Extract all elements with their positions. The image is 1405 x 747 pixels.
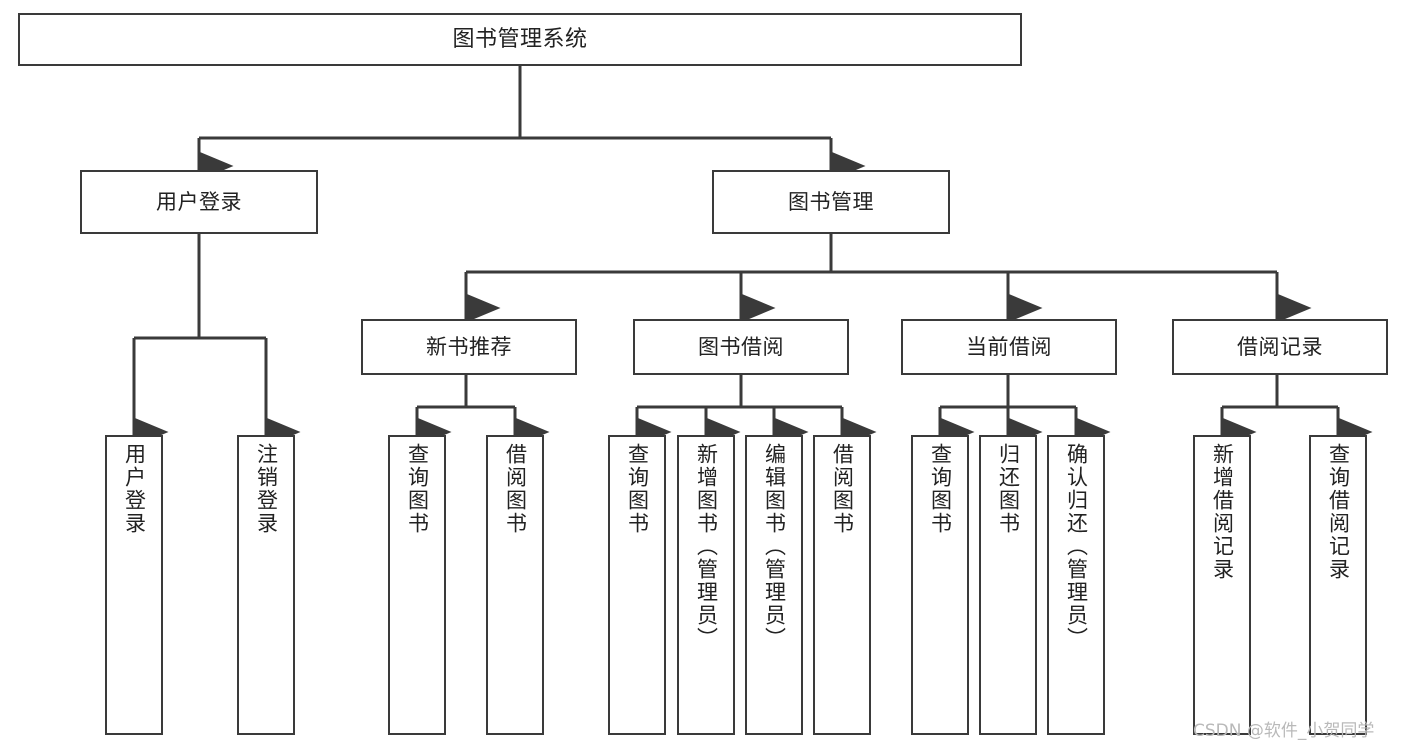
node-label: 借阅记录: [1237, 334, 1323, 359]
node-new-book-recommendation[interactable]: 新书推荐: [361, 319, 577, 375]
node-label: 确认归还（管理员）: [1064, 443, 1089, 650]
leaf-query-book-newbook[interactable]: 查询图书: [388, 435, 446, 735]
node-label: 查询图书: [928, 443, 953, 535]
node-label: 借阅图书: [503, 443, 528, 535]
node-label: 新增借阅记录: [1210, 443, 1235, 581]
leaf-logout[interactable]: 注销登录: [237, 435, 295, 735]
node-label: 图书管理: [788, 189, 874, 214]
leaf-query-book-borrow[interactable]: 查询图书: [608, 435, 666, 735]
leaf-add-book-admin[interactable]: 新增图书（管理员）: [677, 435, 735, 735]
node-label: 归还图书: [996, 443, 1021, 535]
node-label: 图书管理系统: [452, 26, 588, 52]
node-label: 用户登录: [156, 189, 242, 214]
node-current-borrowing[interactable]: 当前借阅: [901, 319, 1117, 375]
leaf-user-login[interactable]: 用户登录: [105, 435, 163, 735]
node-book-borrowing[interactable]: 图书借阅: [633, 319, 849, 375]
node-label: 用户登录: [122, 443, 147, 535]
node-label: 注销登录: [254, 443, 279, 535]
node-label: 查询图书: [405, 443, 430, 535]
node-label: 查询图书: [625, 443, 650, 535]
leaf-return-book[interactable]: 归还图书: [979, 435, 1037, 735]
leaf-add-borrow-record[interactable]: 新增借阅记录: [1193, 435, 1251, 735]
node-label: 编辑图书（管理员）: [762, 443, 787, 650]
leaf-borrow-book[interactable]: 借阅图书: [813, 435, 871, 735]
node-user-login[interactable]: 用户登录: [80, 170, 318, 234]
node-label: 新增图书（管理员）: [694, 443, 719, 650]
node-borrowing-record[interactable]: 借阅记录: [1172, 319, 1388, 375]
node-label: 新书推荐: [426, 334, 512, 359]
leaf-confirm-return-admin[interactable]: 确认归还（管理员）: [1047, 435, 1105, 735]
leaf-borrow-book-newbook[interactable]: 借阅图书: [486, 435, 544, 735]
node-label: 图书借阅: [698, 334, 784, 359]
node-label: 当前借阅: [966, 334, 1052, 359]
node-book-management[interactable]: 图书管理: [712, 170, 950, 234]
csdn-watermark: CSDN @软件_小贺同学: [1193, 721, 1375, 741]
leaf-query-borrow-record[interactable]: 查询借阅记录: [1309, 435, 1367, 735]
node-root-book-management-system[interactable]: 图书管理系统: [18, 13, 1022, 66]
node-label: 借阅图书: [830, 443, 855, 535]
leaf-edit-book-admin[interactable]: 编辑图书（管理员）: [745, 435, 803, 735]
leaf-query-book-current[interactable]: 查询图书: [911, 435, 969, 735]
node-label: 查询借阅记录: [1326, 443, 1351, 581]
